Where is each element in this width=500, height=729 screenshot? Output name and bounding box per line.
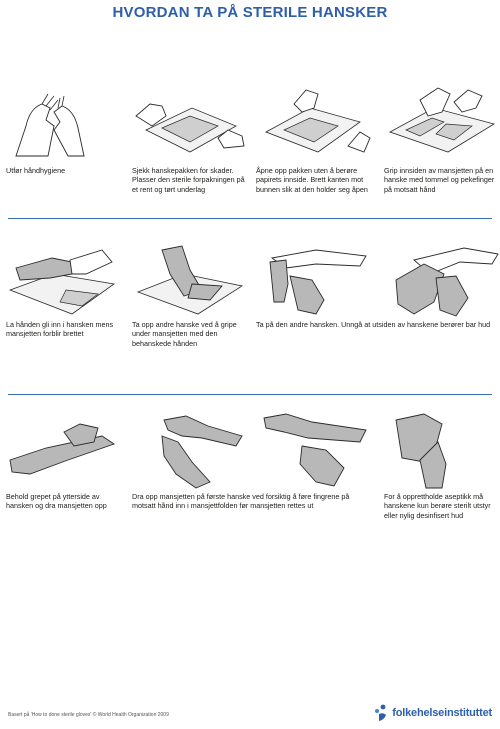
slide-hand-in-icon xyxy=(6,240,124,318)
hand-hygiene-icon xyxy=(6,86,124,164)
step-caption: Dra opp mansjetten på første hanske ved … xyxy=(132,492,350,511)
step-caption: For å opprettholde aseptikk må hanskene … xyxy=(384,492,491,520)
fhi-logo-icon xyxy=(375,704,387,721)
open-package-icon xyxy=(256,86,374,164)
unfold-first-cuff-icon xyxy=(132,412,250,490)
step-caption: Sjekk hanskepakken for skader. Plasser d… xyxy=(132,166,245,194)
put-on-second-glove-icon xyxy=(256,240,374,318)
page-title: HVORDAN TA PÅ STERILE HANSKER xyxy=(112,4,388,21)
row-divider xyxy=(8,218,492,219)
row-divider xyxy=(8,394,492,395)
source-note: Basert på 'How to done sterile gloves' ©… xyxy=(8,712,169,718)
clasped-gloved-hands-icon xyxy=(384,412,500,490)
step-caption: Grip innsiden av mansjetten på en hanske… xyxy=(384,166,495,194)
grip-cuff-icon xyxy=(384,86,500,164)
pull-cuff-up-icon xyxy=(6,412,124,490)
step-caption: Ta opp andre hanske ved å gripe under ma… xyxy=(132,320,237,348)
step-caption: Ta på den andre hansken. Unngå at utside… xyxy=(256,320,491,329)
glove-package-icon xyxy=(132,86,250,164)
unfold-cuff-detail-icon xyxy=(256,412,374,490)
logo-text: folkehelseinstituttet xyxy=(392,707,492,719)
fhi-logo: folkehelseinstituttet xyxy=(373,704,492,722)
step-caption: Åpne opp pakken uten å berøre papirets i… xyxy=(256,166,368,194)
pick-second-glove-icon xyxy=(132,240,250,318)
second-glove-on-icon xyxy=(384,240,500,318)
step-caption: La hånden gli inn i hansken mens mansjet… xyxy=(6,320,114,339)
step-caption: Behold grepet på ytterside av hansken og… xyxy=(6,492,107,511)
step-caption: Utfør håndhygiene xyxy=(6,166,66,175)
